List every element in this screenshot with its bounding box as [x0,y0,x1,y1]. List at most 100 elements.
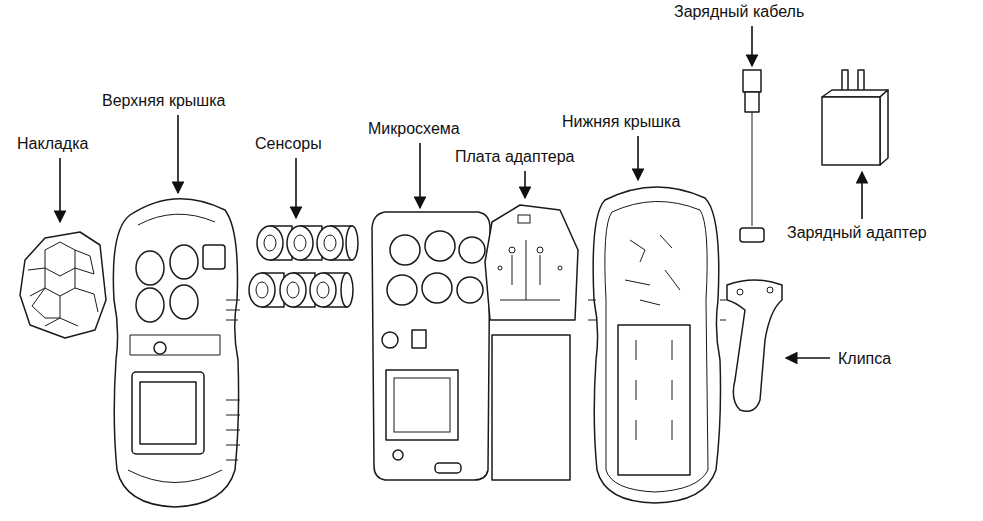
circuit-board [387,275,417,305]
bottom-cover [636,340,672,440]
bottom-cover [618,325,690,475]
leader-arrows [295,158,297,218]
sensor-set [310,273,336,307]
circuit-board [372,212,490,480]
circuit-board [390,235,420,265]
sensor-set [249,273,275,307]
belt-clip [767,287,773,293]
adapter-plate [518,215,530,223]
top-cover [203,245,225,269]
leader-arrows [177,115,179,193]
leader-arrows [637,136,639,180]
overlay-part [32,288,60,318]
circuit-board [372,212,490,480]
part-label: Сенсоры [253,134,324,153]
charging-adapter [822,70,888,165]
top-cover [170,245,198,279]
top-cover [136,288,164,322]
top-cover [113,199,238,507]
circuit-board [459,237,485,263]
charging-cable [740,228,764,242]
part-label: Нижняя крышка [560,112,682,131]
adapter-plate [492,335,570,480]
adapter-plate [485,205,578,480]
top-cover [140,382,196,444]
circuit-board [394,378,450,432]
circuit-board [382,332,398,348]
charging-adapter [822,90,888,97]
leader-arrows [59,158,61,222]
charging-cable [745,92,759,112]
leader-arrows [786,357,830,359]
charging-cable [740,70,764,242]
part-label: Зарядный кабель [672,2,806,21]
part-label: Микросхема [366,119,462,138]
top-cover [170,285,198,319]
part-label: Зарядный адаптер [785,223,929,242]
circuit-board [435,463,461,473]
belt-clip [727,280,782,411]
belt-clip [727,280,782,411]
overlay-part [75,250,94,274]
charging-adapter [880,90,888,165]
top-cover [226,300,240,460]
bottom-cover [593,187,720,503]
charging-adapter [822,97,880,165]
adapter-plate [509,247,515,253]
bottom-cover [625,235,680,305]
sensor-set [249,226,358,307]
bottom-cover [605,201,708,492]
top-cover [113,199,240,507]
sensor-set [317,226,343,260]
belt-clip [737,289,743,295]
bottom-cover [588,187,726,503]
circuit-board [422,273,452,303]
circuit-board [457,277,483,303]
sensor-set [317,282,329,298]
circuit-board [386,370,458,440]
adapter-plate [537,247,543,253]
circuit-board [412,330,426,348]
top-cover [128,470,222,483]
circuit-board [425,231,455,261]
sensor-set [257,226,283,260]
leader-arrows [419,143,421,208]
sensor-set [341,273,353,307]
part-label: Накладка [15,134,90,153]
leader-arrows [751,26,753,66]
overlay-part [45,268,75,296]
sensor-set [324,235,336,251]
sensor-set [287,282,299,298]
overlay-part [45,288,98,326]
sensor-set [264,235,276,251]
charging-cable [743,70,761,92]
adapter-plate [500,240,560,300]
sensor-set [280,273,306,307]
overlay-part [20,232,106,338]
sensor-set [346,226,358,260]
part-label: Верхняя крышка [100,91,227,110]
adapter-plate [498,266,502,270]
part-label: Клипса [836,349,893,368]
sensor-set [256,282,268,298]
leader-arrows [60,26,862,358]
leader-arrows [861,172,863,219]
overlay-part [20,232,106,338]
top-cover [138,214,215,225]
overlay-part [45,242,75,276]
bottom-cover [588,300,726,320]
leader-arrows [524,171,526,198]
top-cover [154,342,166,354]
adapter-plate [485,205,578,320]
sensor-set [287,226,313,260]
adapter-plate [558,266,562,270]
top-cover [130,335,220,355]
top-cover [136,251,164,285]
sensor-set [294,235,306,251]
circuit-board [393,450,403,460]
charging-cable [752,112,753,226]
part-label: Плата адаптера [453,147,577,166]
